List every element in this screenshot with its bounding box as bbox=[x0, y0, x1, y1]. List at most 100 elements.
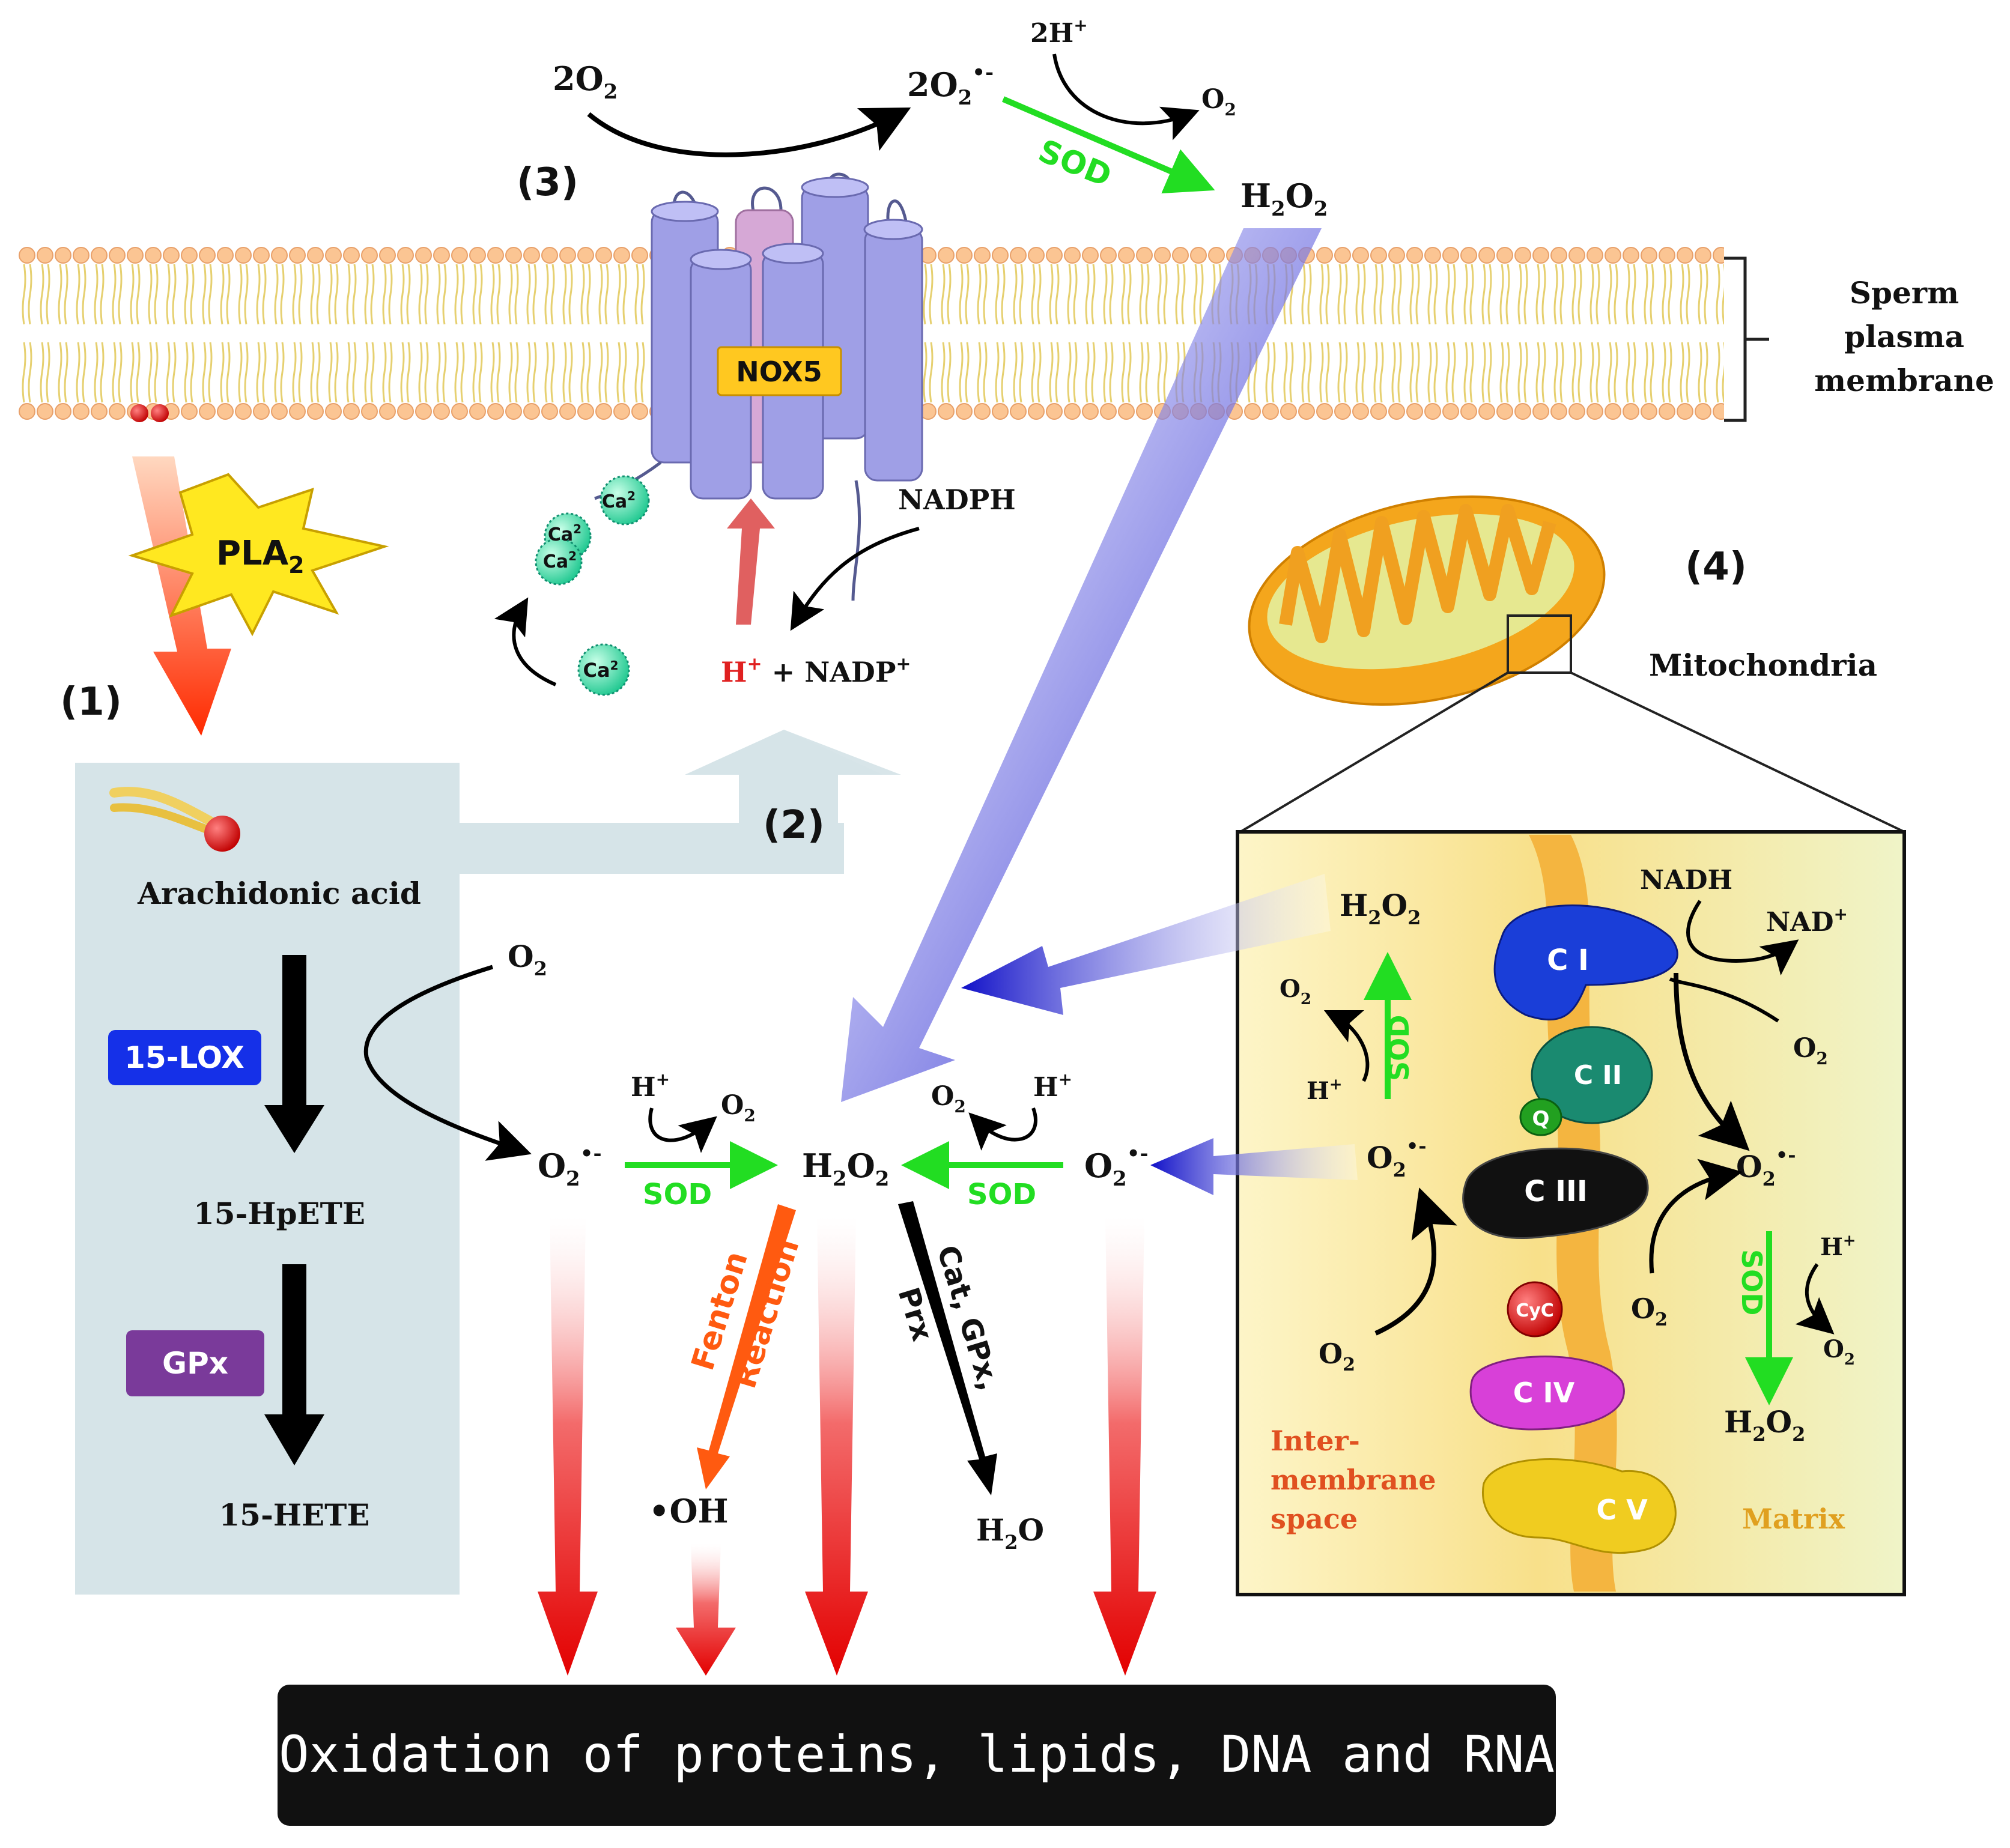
2h-label: 2H+ bbox=[1030, 16, 1088, 49]
nadph-arrow bbox=[790, 527, 920, 631]
sod-label-ims: SOD bbox=[1383, 1015, 1415, 1081]
h2o-label: H2O bbox=[976, 1512, 1044, 1554]
h2o2-ims: H2O2 bbox=[1340, 888, 1421, 929]
h-left-label: H+ bbox=[631, 1070, 670, 1103]
fenton-arrow bbox=[697, 1204, 796, 1489]
arachidonic-acid-label: Arachidonic acid bbox=[137, 876, 421, 911]
label-2: (2) bbox=[763, 803, 825, 847]
coenzyme-q bbox=[1519, 1098, 1562, 1136]
cyc-label: CyC bbox=[1516, 1300, 1554, 1321]
o2-center-label: O2 bbox=[508, 939, 547, 980]
o2-matrix-top: O2 bbox=[1793, 1033, 1828, 1068]
15-hpete-label: 15-HpETE bbox=[193, 1196, 365, 1231]
q-label: Q bbox=[1532, 1107, 1550, 1131]
membrane-label: membrane bbox=[1814, 363, 1994, 398]
intermembrane-label-3: space bbox=[1271, 1503, 1358, 1535]
h-ims-label: H+ bbox=[1307, 1076, 1343, 1105]
calcium-ions bbox=[535, 475, 650, 696]
c1-label: C I bbox=[1547, 944, 1589, 977]
h2o2-top-label: H2O2 bbox=[1240, 177, 1328, 221]
calcium-arrow bbox=[494, 597, 557, 686]
cytochrome-c bbox=[1507, 1281, 1563, 1338]
arachidonic-panel bbox=[75, 763, 844, 1595]
sod-label-left: SOD bbox=[643, 1178, 712, 1211]
sod-label-matrix: SOD bbox=[1735, 1249, 1768, 1315]
h2o2-diffusion-arrow bbox=[841, 228, 1322, 1102]
sperm-label: Sperm bbox=[1850, 275, 1959, 311]
gpx-label: GPx bbox=[162, 1346, 228, 1381]
c4-label: C IV bbox=[1513, 1377, 1575, 1409]
oxidation-label: Oxidation of proteins, lipids, DNA and R… bbox=[279, 1725, 1555, 1784]
h-matrix-label: H+ bbox=[1820, 1232, 1856, 1261]
o2-top-label: O2 bbox=[1201, 84, 1236, 120]
nadh-arrow bbox=[1686, 900, 1799, 976]
nadph-label: NADPH bbox=[898, 483, 1016, 516]
label-3: (3) bbox=[517, 160, 578, 205]
plasma-label: plasma bbox=[1844, 319, 1964, 354]
ca-label-1: Ca2 bbox=[602, 489, 636, 512]
zoom-line-left bbox=[1239, 671, 1509, 833]
15-hete-label: 15-HETE bbox=[219, 1497, 369, 1533]
complex-v bbox=[1482, 1458, 1677, 1554]
arrow-to-hete bbox=[264, 1414, 324, 1465]
oxidation-banner bbox=[278, 1685, 1556, 1826]
o2-right-small: O2 bbox=[931, 1081, 966, 1116]
o2-matrix-bottom: O2 bbox=[1823, 1335, 1855, 1369]
nox-arrow bbox=[587, 108, 911, 157]
o2-ims-bottom: O2 bbox=[1319, 1338, 1355, 1375]
h-ims-arrow bbox=[1323, 1010, 1370, 1082]
complex-iii bbox=[1462, 1147, 1649, 1239]
c3-label: C III bbox=[1524, 1175, 1588, 1208]
sod-side-arrow bbox=[1052, 53, 1200, 141]
2superoxide-label: 2O2•- bbox=[907, 61, 994, 110]
c5-label: C V bbox=[1596, 1494, 1648, 1526]
complex-iv bbox=[1469, 1356, 1625, 1431]
nad-label: NAD+ bbox=[1766, 904, 1848, 938]
mito-h2o2-arrow bbox=[961, 874, 1331, 1015]
c2-label: C II bbox=[1574, 1060, 1622, 1091]
complex-ii bbox=[1531, 1026, 1653, 1124]
catalase-arrow bbox=[898, 1201, 997, 1495]
label-4: (4) bbox=[1685, 545, 1747, 589]
membrane-bracket bbox=[1724, 256, 1769, 422]
zoom-line-right bbox=[1570, 671, 1905, 833]
oxidation-arrows bbox=[538, 1216, 1156, 1676]
intermembrane-label-2: membrane bbox=[1271, 1464, 1436, 1496]
h2o2-center: H2O2 bbox=[802, 1147, 889, 1191]
arachidonic-acid-icon bbox=[109, 787, 240, 852]
h-left-arrow bbox=[648, 1107, 717, 1153]
complex-i bbox=[1493, 904, 1678, 1021]
gpx-badge bbox=[126, 1330, 264, 1396]
h2o2-matrix: H2O2 bbox=[1724, 1404, 1805, 1446]
nox5-badge bbox=[717, 346, 842, 396]
arrow-to-hpete bbox=[264, 1105, 324, 1153]
ca-label-3: Ca2 bbox=[543, 549, 577, 572]
15-lox-badge bbox=[108, 1030, 261, 1085]
lox-superoxide-arrow bbox=[363, 965, 532, 1161]
pla2-label: PLA2 bbox=[216, 534, 305, 578]
proton-arrow bbox=[727, 498, 775, 625]
ci-superoxide-arrow bbox=[1674, 972, 1750, 1151]
superoxide-left: O2•- bbox=[538, 1142, 602, 1191]
mitochondria-label: Mitochondria bbox=[1649, 647, 1877, 683]
h-matrix-arrow bbox=[1795, 1263, 1835, 1334]
ca-label-2: Ca2 bbox=[548, 522, 581, 545]
o2-matrix-mid: O2 bbox=[1631, 1292, 1668, 1330]
mito-superoxide-arrow bbox=[1150, 1138, 1358, 1195]
o2-left-small: O2 bbox=[721, 1090, 756, 1125]
sod-label-right: SOD bbox=[967, 1178, 1036, 1211]
2o2-label: 2O2 bbox=[553, 59, 618, 104]
ciii-ims-arrow bbox=[1374, 1187, 1457, 1336]
hydroxyl-label: •OH bbox=[649, 1492, 729, 1530]
label-1: (1) bbox=[60, 680, 122, 724]
h-right-arrow bbox=[968, 1107, 1037, 1151]
pla2-star bbox=[128, 473, 389, 637]
matrix-label: Matrix bbox=[1742, 1503, 1845, 1535]
mitochondria-icon bbox=[1248, 495, 1606, 706]
ca-label-4: Ca2 bbox=[583, 658, 619, 682]
nadh-label: NADH bbox=[1640, 865, 1732, 895]
o2-ims-label: O2 bbox=[1280, 975, 1311, 1008]
15-lox-label: 15-LOX bbox=[124, 1040, 244, 1075]
